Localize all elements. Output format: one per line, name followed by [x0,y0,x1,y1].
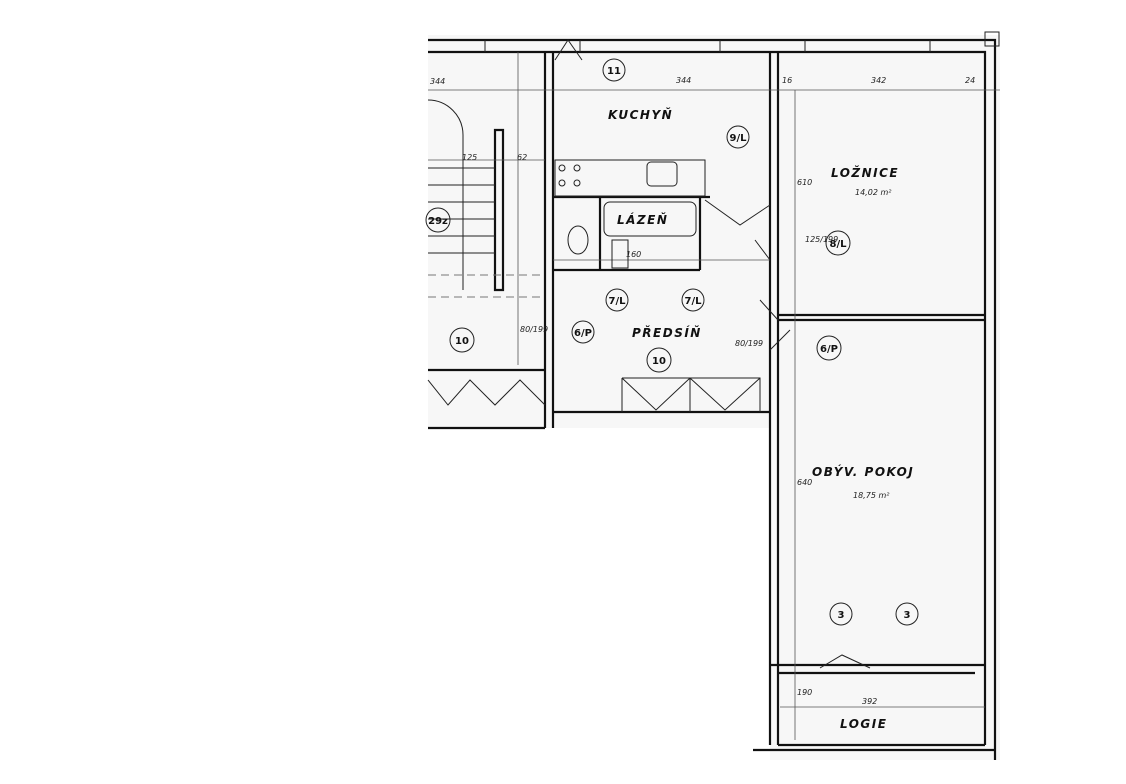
bedroom-area: 14,02 m² [855,188,892,197]
dimension-label: 160 [626,250,641,259]
marker: 9/L [730,133,748,144]
staircase [427,99,495,290]
marker: 7/L [609,296,627,307]
bathroom-fixtures [567,201,697,269]
marker: 3 [838,610,845,621]
room-label-hallway: PŘEDSÍŇ [632,325,702,340]
doors [554,39,871,669]
markers: 11 9/L 8/L 7/L 7/L 6/P 6/P 10 10 3 3 29z [425,58,919,626]
dimension-label: 24 [965,76,975,85]
marker: 6/P [820,344,838,355]
dimension-label: 342 [871,76,886,85]
room-label-loggia: LOGIE [840,717,887,731]
marker: 10 [652,356,666,367]
marker: 10 [455,336,469,347]
marker: 8/L [830,239,848,250]
marker: 3 [904,610,911,621]
dimension-label: 80/199 [520,325,548,334]
marker: 29z [428,216,448,227]
dimension-label: 392 [862,697,877,706]
living-area: 18,75 m² [853,491,890,500]
dimension-lines [428,52,1000,740]
dimension-label: 640 [797,478,812,487]
dimension-label: 80/199 [735,339,763,348]
room-label-bathroom: LÁZEŇ [617,212,668,227]
dimension-label: 344 [430,77,445,86]
room-label-living: OBÝV. POKOJ [812,464,914,479]
dimension-label: 610 [797,178,812,187]
room-label-kitchen: KUCHYŇ [608,107,673,122]
dimension-label: 62 [517,153,527,162]
dimension-label: 190 [797,688,812,697]
marker: 7/L [685,296,703,307]
dimension-labels: 344 344 16 342 24 80/199 80/199 125/199 … [430,76,975,706]
dimension-label: 16 [782,76,792,85]
dimension-label: 125/199 [805,235,838,244]
dimension-label: 125 [462,153,477,162]
kitchen-counter [554,159,706,197]
dimension-label: 344 [676,76,691,85]
wardrobes [427,377,761,412]
walls [428,31,1000,760]
marker: 11 [607,66,621,77]
room-label-bedroom: LOŽNICE [831,165,899,180]
marker: 6/P [574,328,592,339]
